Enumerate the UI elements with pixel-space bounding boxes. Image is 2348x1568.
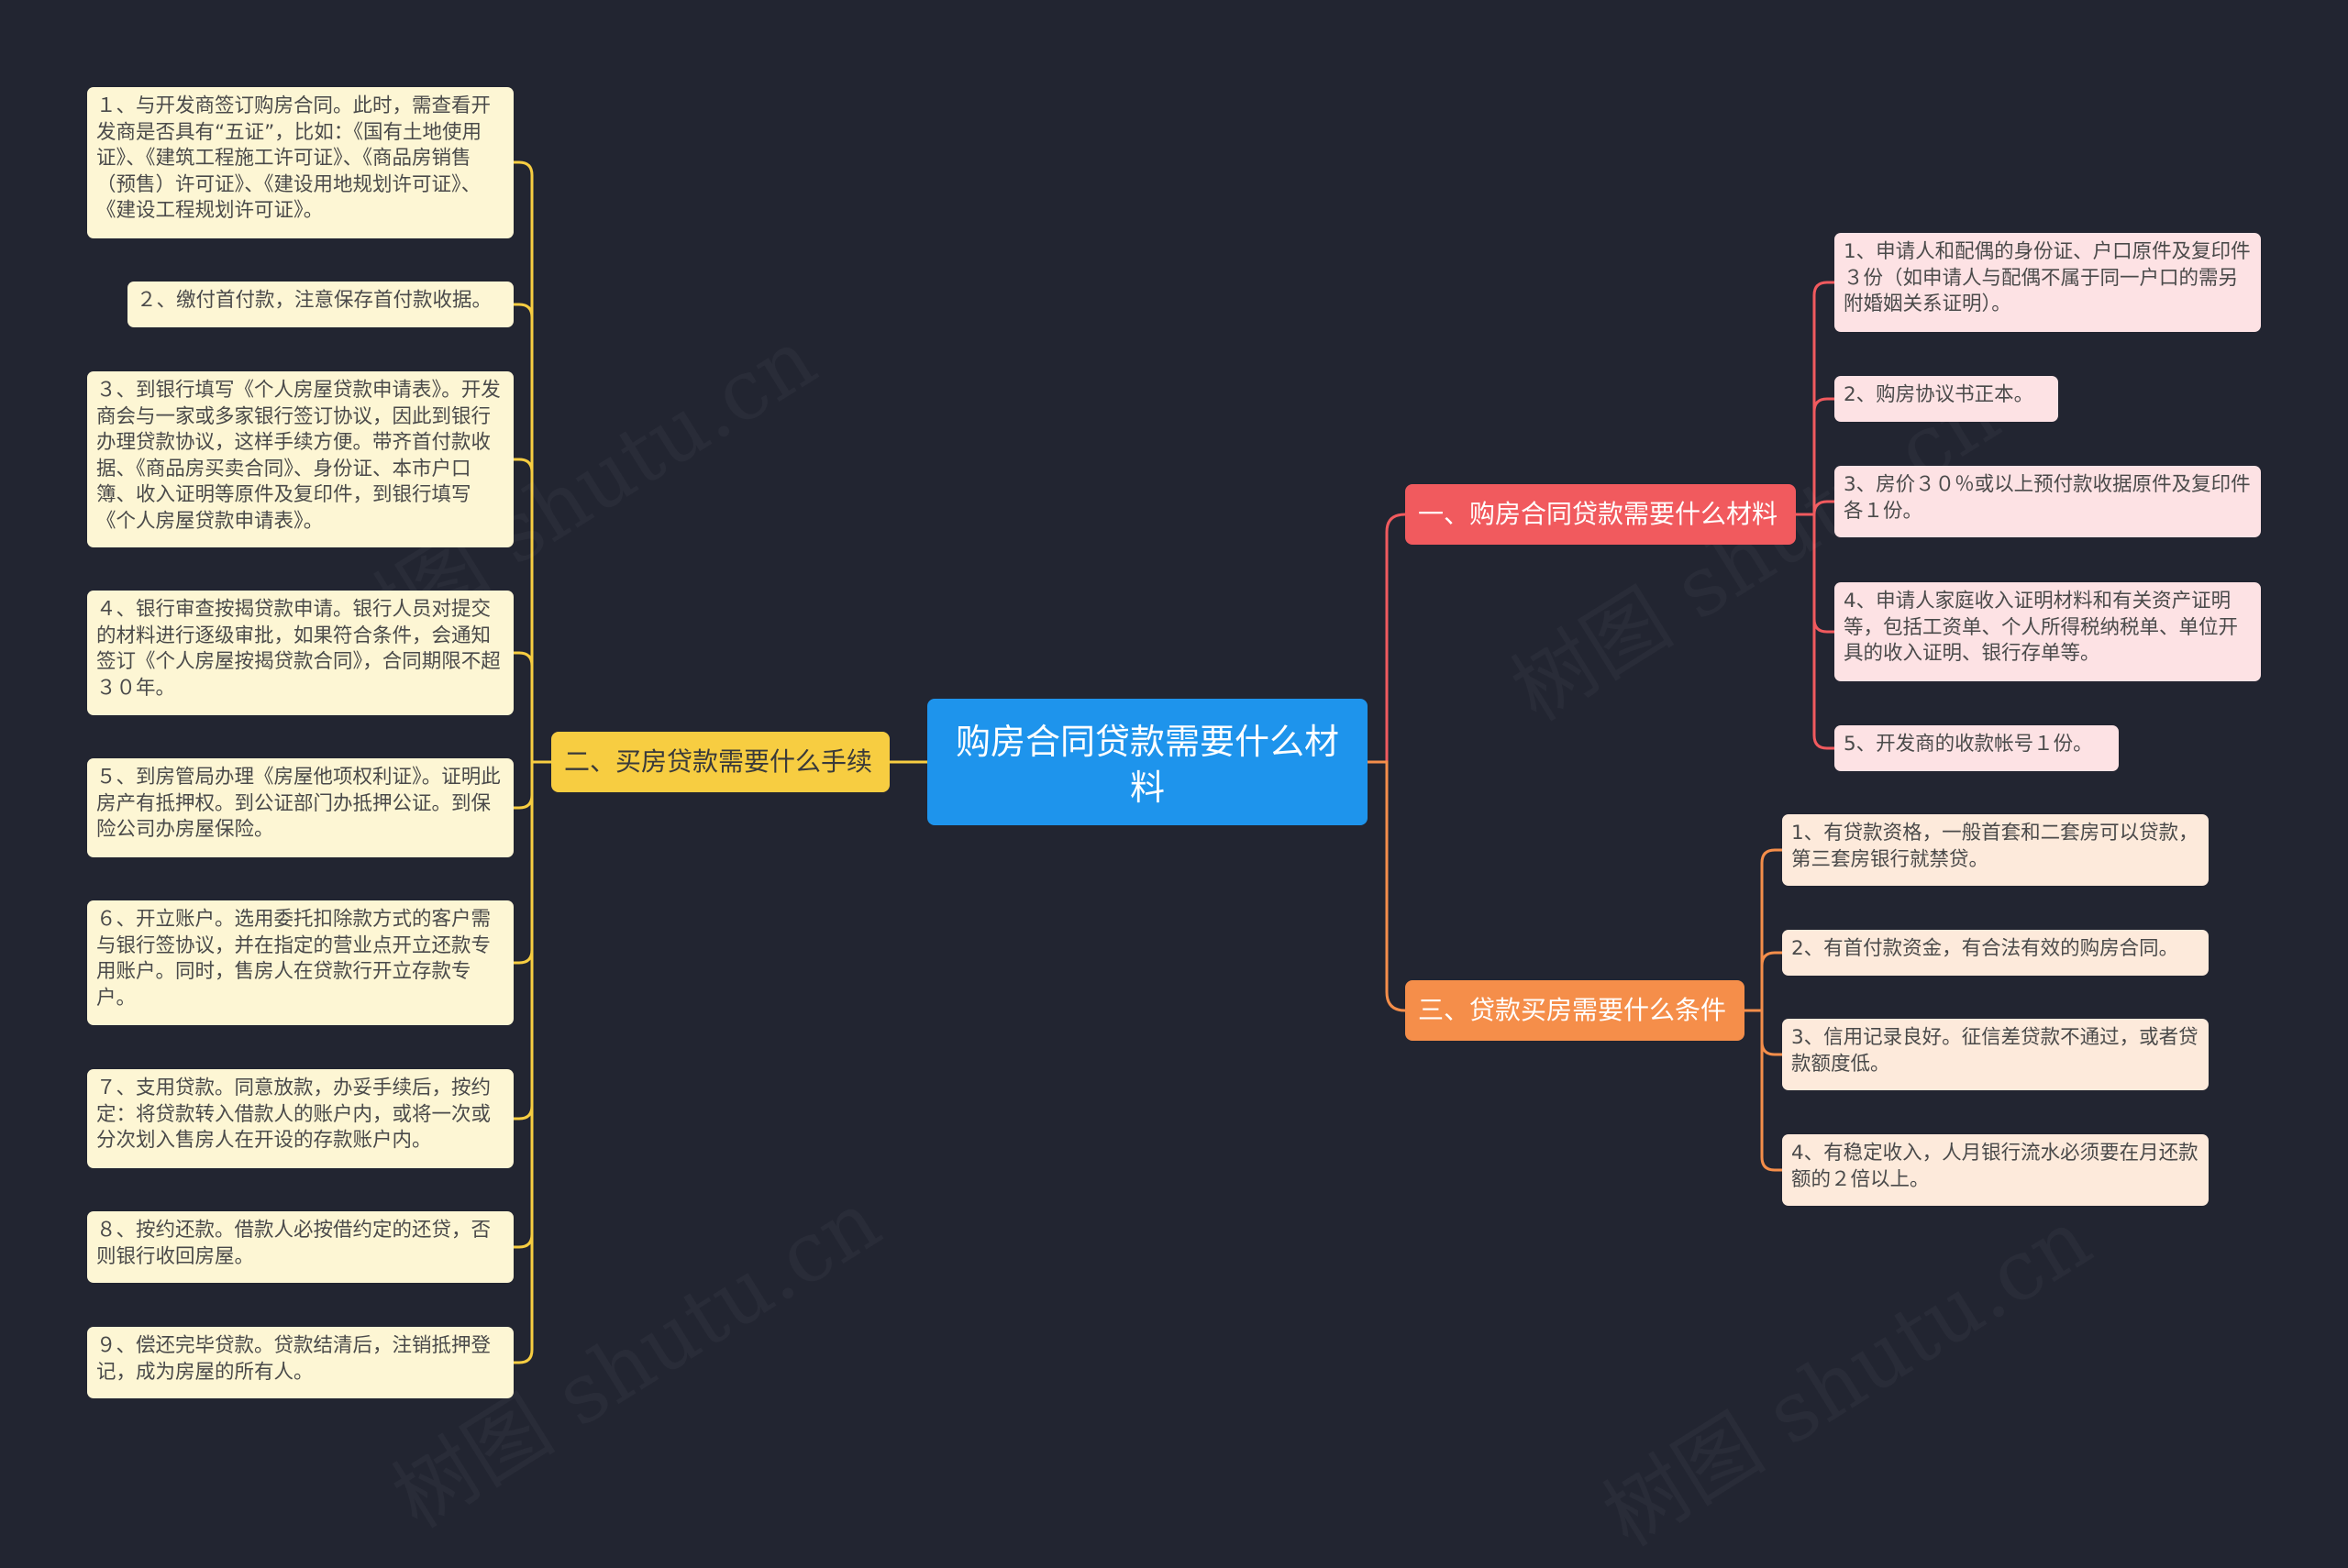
leaf-procedures-7[interactable]: ７、支用贷款。同意放款，办妥手续后，按约定：将贷款转入借款人的账户内，或将一次或…: [87, 1069, 514, 1168]
leaf-procedures-8[interactable]: ８、按约还款。借款人必按借约定的还贷，否则银行收回房屋。: [87, 1211, 514, 1283]
link-procedures-leaf-9: [514, 1349, 534, 1364]
link-procedures-leaf-8: [514, 1233, 534, 1249]
leaf-conditions-3[interactable]: 3、信用记录良好。征信差贷款不通过，或者贷款额度低。: [1782, 1019, 2209, 1090]
leaf-procedures-3[interactable]: ３、到银行填写《个人房屋贷款申请表》。开发商会与一家或多家银行签订协议，因此到银…: [87, 371, 514, 547]
link-procedures-leaf-7: [514, 1105, 534, 1121]
link-procedures-leaf-5: [514, 794, 534, 810]
link-conditions-leaf-3: [1760, 1041, 1782, 1056]
leaf-procedures-5[interactable]: ５、到房管局办理《房屋他项权利证》。证明此房产有抵押权。到公证部门办抵押公证。到…: [87, 758, 514, 857]
link-procedures-leaf-4: [514, 651, 534, 667]
link-procedures-leaf-3: [514, 458, 534, 473]
mindmap-canvas: 树图 shutu.cn 树图 shutu.cn 树图 shutu.cn 树图 s…: [87, 87, 2261, 1398]
link-root-materials: [1368, 513, 1406, 764]
link-materials-leaf-2: [1812, 397, 1834, 413]
leaf-materials-5[interactable]: 5、开发商的收款帐号１份。: [1834, 725, 2119, 771]
connector-lines: [514, 160, 1834, 1364]
leaf-conditions-1[interactable]: 1、有贷款资格，一般首套和二套房可以贷款，第三套房银行就禁贷。: [1782, 814, 2209, 886]
leaf-procedures-9[interactable]: ９、偿还完毕贷款。贷款结清后，注销抵押登记，成为房屋的所有人。: [87, 1327, 514, 1398]
leaf-materials-4[interactable]: 4、申请人家庭收入证明材料和有关资产证明等，包括工资单、个人所得税纳税单、单位开…: [1834, 582, 2261, 681]
link-root-conditions: [1368, 760, 1406, 1012]
leaf-materials-2[interactable]: 2、购房协议书正本。: [1834, 376, 2058, 422]
link-conditions-leaf-2: [1760, 951, 1782, 966]
leaf-materials-1[interactable]: 1、申请人和配偶的身份证、户口原件及复印件３份（如申请人与配偶不属于同一户口的需…: [1834, 233, 2261, 332]
link-materials-leaf-4: [1812, 618, 1834, 634]
leaf-conditions-4[interactable]: 4、有稳定收入，人月银行流水必须要在月还款额的２倍以上。: [1782, 1134, 2209, 1206]
leaf-materials-3[interactable]: 3、房价３０％或以上预付款收据原件及复印件各１份。: [1834, 466, 2261, 537]
root-node[interactable]: 购房合同贷款需要什么材料: [927, 699, 1368, 825]
branch-procedures[interactable]: 二、买房贷款需要什么手续: [551, 732, 890, 792]
link-procedures-leaf-2: [514, 303, 534, 318]
leaf-procedures-1[interactable]: １、与开发商签订购房合同。此时，需查看开发商是否具有“五证”，比如：《国有土地使…: [87, 87, 514, 238]
link-materials-leaf-5: [1812, 734, 1834, 750]
leaf-procedures-4[interactable]: ４、银行审查按揭贷款申请。银行人员对提交的材料进行逐级审批，如果符合条件，会通知…: [87, 591, 514, 715]
leaf-conditions-2[interactable]: 2、有首付款资金，有合法有效的购房合同。: [1782, 930, 2209, 976]
branch-materials[interactable]: 一、购房合同贷款需要什么材料: [1405, 484, 1796, 545]
link-procedures-leaf-1: [514, 160, 534, 176]
branch-conditions[interactable]: 三、贷款买房需要什么条件: [1405, 980, 1744, 1041]
link-materials-leaf-3: [1812, 500, 1834, 515]
link-conditions-leaf-1: [1760, 848, 1782, 864]
leaf-procedures-2[interactable]: ２、缴付首付款，注意保存首付款收据。: [127, 282, 514, 327]
link-materials-leaf-1: [1812, 281, 1834, 296]
link-conditions-leaf-4: [1760, 1156, 1782, 1172]
leaf-procedures-6[interactable]: ６、开立账户。选用委托扣除款方式的客户需与银行签协议，并在指定的营业点开立还款专…: [87, 900, 514, 1025]
link-procedures-leaf-6: [514, 949, 534, 965]
